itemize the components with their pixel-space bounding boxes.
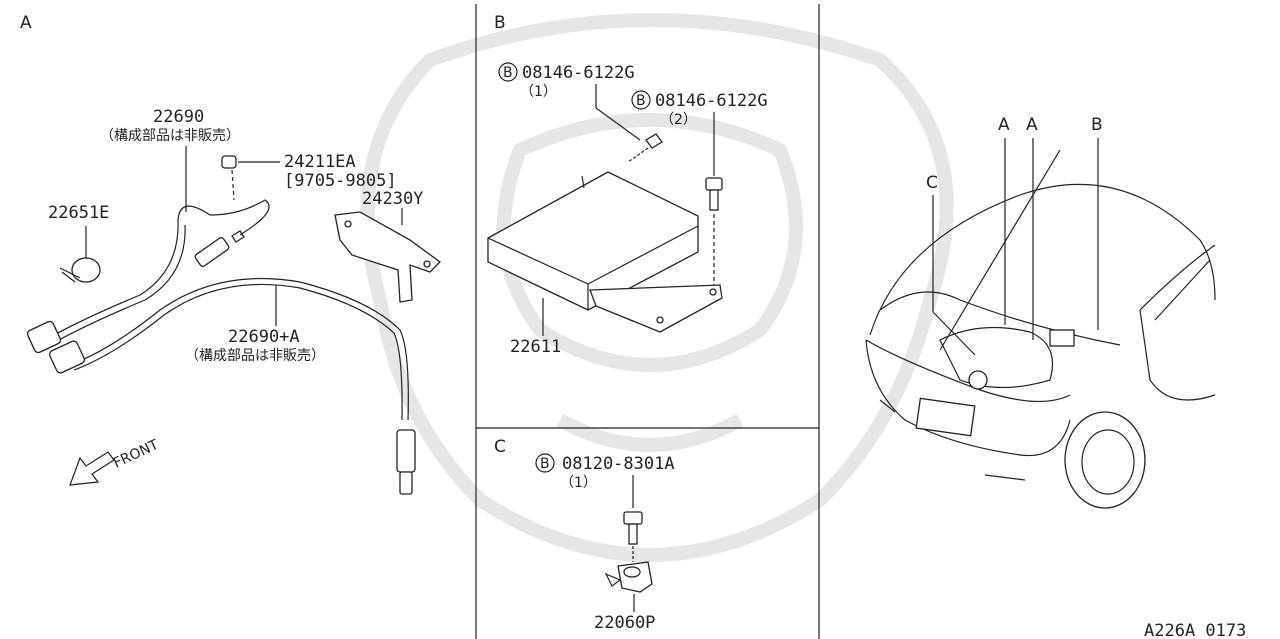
bolt-c-badge: B — [540, 456, 550, 472]
bolt-2-number: 08146-6122G — [655, 91, 768, 111]
bolt-c[interactable] — [623, 511, 643, 562]
sensor-sub-note: （構成部品は非販売） — [185, 348, 325, 364]
bolt-1-badge: B — [503, 65, 513, 81]
leader-bolt-1-diag — [595, 107, 641, 141]
vehicle-callout-b: B — [1091, 115, 1103, 135]
knock-sensor[interactable] — [604, 561, 653, 593]
diagram-id: A226A 0173 — [1144, 621, 1246, 639]
bolt-2-qty: （2） — [660, 112, 697, 128]
front-arrow — [69, 451, 115, 486]
section-label-a: A — [20, 13, 32, 33]
bolt-1-callout: B — [498, 62, 518, 82]
sensor-bracket[interactable] — [334, 211, 441, 303]
bolt-1-number: 08146-6122G — [522, 63, 635, 83]
bolt-c-number: 08120-8301A — [562, 454, 675, 474]
engine-control-unit[interactable] — [487, 171, 723, 333]
sensor-plug-range: [9705-9805] — [284, 171, 397, 191]
oxygen-sensor-main[interactable] — [26, 199, 270, 354]
bolt-c-callout: B — [535, 453, 555, 473]
bracket-number: 24230Y — [362, 189, 423, 209]
bolt-c-qty: （1） — [560, 475, 597, 491]
vehicle-front-view — [865, 149, 1216, 509]
bolt-1[interactable] — [627, 133, 663, 163]
ecu-number: 22611 — [510, 337, 561, 357]
front-label: FRONT — [111, 437, 162, 472]
sensor-sub-number: 22690+A — [228, 327, 300, 347]
watermark-emblem — [360, 13, 954, 562]
bolt-1-qty: （1） — [520, 84, 557, 100]
vehicle-callout-a2: A — [1026, 115, 1038, 135]
section-label-b: B — [494, 13, 506, 33]
vehicle-callout-a1: A — [998, 115, 1010, 135]
wire-clip[interactable] — [59, 257, 101, 283]
knock-sensor-number: 22060P — [594, 613, 655, 633]
bolt-2[interactable] — [705, 177, 723, 285]
leader-vehicle-c-diag — [932, 311, 976, 356]
sensor-plug[interactable] — [221, 155, 237, 201]
clip-number: 22651E — [48, 203, 109, 223]
vehicle-callout-c: C — [926, 173, 938, 193]
oxygen-sensor-sub[interactable] — [48, 277, 416, 495]
sensor-main-number: 22690 — [153, 107, 204, 127]
sensor-main-note: （構成部品は非販売） — [100, 128, 240, 144]
bolt-2-badge: B — [636, 93, 646, 109]
section-label-c: C — [494, 437, 506, 457]
bolt-2-callout: B — [631, 90, 651, 110]
sensor-plug-number: 24211EA — [284, 152, 356, 172]
